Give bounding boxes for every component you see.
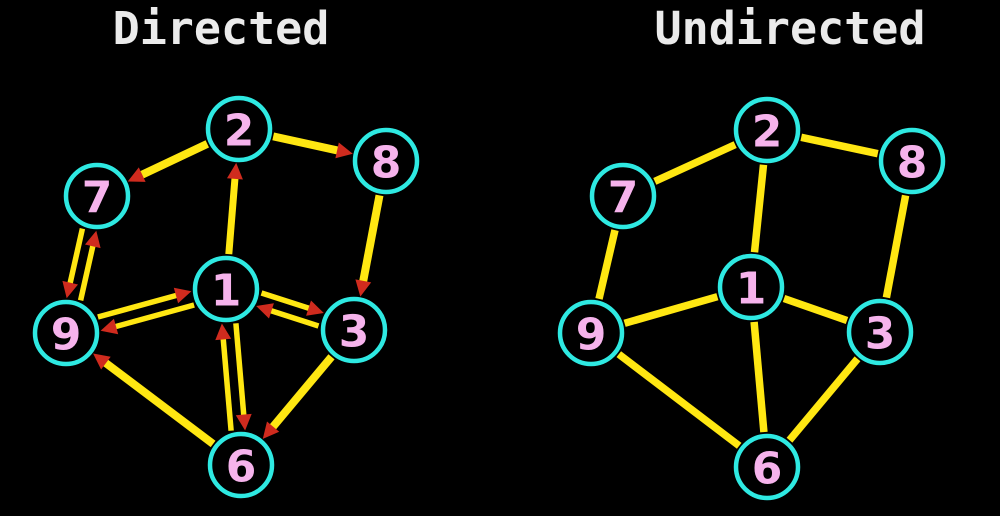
node-directed-1: 1	[192, 255, 260, 323]
node-directed-3: 3	[320, 296, 388, 364]
node-label-2: 2	[224, 106, 255, 157]
arrowhead-1-2	[227, 162, 243, 180]
edge-1-6	[233, 323, 247, 417]
node-directed-8: 8	[352, 127, 420, 195]
node-circle-8	[878, 127, 946, 195]
node-circle-6	[207, 431, 275, 499]
edge-6-1	[220, 337, 234, 431]
node-label-9: 9	[576, 310, 607, 361]
arrowhead-1-9	[100, 318, 119, 335]
node-label-3: 3	[339, 307, 370, 358]
node-circle-3	[846, 298, 914, 366]
edge-1-2	[225, 176, 239, 255]
edge-6-9	[101, 358, 216, 448]
node-label-8: 8	[371, 138, 402, 189]
node-circle-1	[717, 253, 785, 321]
edge-1-9	[113, 302, 195, 330]
panel-title-directed: Directed	[113, 2, 330, 55]
panel-title-undirected: Undirected	[655, 2, 926, 55]
edge-2-7	[138, 140, 210, 180]
node-circle-2	[733, 96, 801, 164]
node-circle-1	[192, 255, 260, 323]
edge-7-9	[67, 227, 86, 286]
node-circle-9	[32, 299, 100, 367]
arrowhead-6-9	[93, 353, 111, 370]
arrowhead-7-9	[62, 280, 78, 299]
node-label-2: 2	[752, 107, 783, 158]
edge-9-1	[97, 292, 179, 320]
node-circle-9	[557, 299, 625, 367]
node-label-3: 3	[865, 309, 896, 360]
node-circle-7	[63, 162, 131, 230]
node-label-9: 9	[51, 310, 82, 361]
edge-9-1	[623, 293, 719, 327]
node-undirected-2: 2	[733, 96, 801, 164]
edge-2-8	[800, 133, 879, 158]
node-circle-3	[320, 296, 388, 364]
edge-2-7	[653, 141, 737, 185]
edge-3-1	[268, 307, 320, 329]
arrowhead-9-1	[173, 287, 192, 304]
node-label-1: 1	[211, 266, 242, 317]
node-directed-9: 9	[32, 299, 100, 367]
edge-7-9	[595, 229, 619, 300]
arrowhead-9-7	[85, 230, 101, 249]
node-label-6: 6	[752, 444, 783, 495]
arrowhead-8-3	[355, 279, 372, 297]
arrowhead-2-7	[127, 167, 146, 182]
edge-8-3	[882, 194, 910, 299]
panel-directed: Directed 2 8 7 1 9 3 6	[32, 2, 420, 499]
node-circle-2	[205, 95, 273, 163]
edge-2-1	[750, 164, 768, 253]
node-circle-6	[733, 433, 801, 501]
edge-1-3	[260, 290, 312, 312]
arrowhead-2-8	[335, 142, 353, 159]
edge-9-6	[616, 351, 742, 449]
edge-1-6	[750, 321, 768, 433]
arrowhead-6-1	[215, 323, 232, 341]
node-label-1: 1	[736, 264, 767, 315]
node-undirected-6: 6	[733, 433, 801, 501]
node-circle-7	[589, 162, 657, 230]
node-circle-8	[352, 127, 420, 195]
panel-undirected: Undirected 2 8 7 1 9 3 6	[557, 2, 946, 501]
node-label-6: 6	[226, 442, 257, 493]
arrowhead-1-6	[235, 413, 252, 431]
arrowhead-1-3	[306, 300, 324, 316]
node-undirected-9: 9	[557, 299, 625, 367]
node-label-7: 7	[608, 173, 639, 224]
node-directed-6: 6	[207, 431, 275, 499]
node-directed-2: 2	[205, 95, 273, 163]
edge-3-6	[268, 354, 335, 431]
edge-9-7	[77, 243, 96, 302]
edge-1-3	[782, 294, 849, 325]
node-undirected-7: 7	[589, 162, 657, 230]
node-undirected-1: 1	[717, 253, 785, 321]
node-undirected-8: 8	[878, 127, 946, 195]
arrowhead-3-1	[256, 303, 274, 319]
node-directed-7: 7	[63, 162, 131, 230]
edge-2-8	[272, 132, 340, 155]
node-undirected-3: 3	[846, 298, 914, 366]
edge-8-3	[358, 194, 384, 284]
edge-3-6	[786, 356, 861, 443]
arrowhead-3-6	[262, 421, 280, 439]
node-label-7: 7	[82, 173, 113, 224]
node-label-8: 8	[897, 138, 928, 189]
